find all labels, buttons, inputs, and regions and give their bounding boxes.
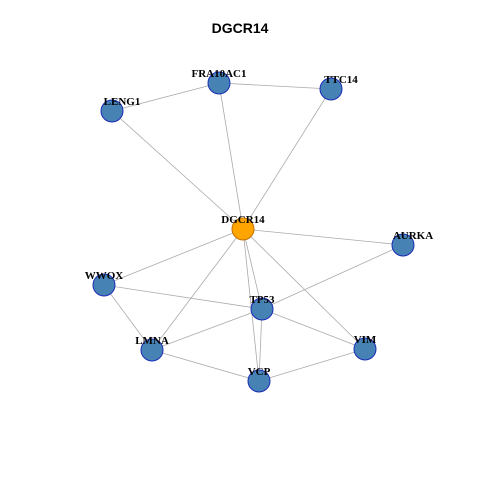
node-vcp[interactable] xyxy=(247,369,271,393)
edge-tp53-lmna xyxy=(151,308,263,351)
node-dgcr14[interactable] xyxy=(231,217,255,241)
node-aurka[interactable] xyxy=(391,233,415,257)
node-label-tp53: TP53 xyxy=(249,294,275,306)
node-tp53[interactable] xyxy=(250,297,274,321)
edge-dgcr14-aurka xyxy=(242,228,404,246)
edge-vcp-vim xyxy=(258,348,366,382)
node-label-leng1: LENG1 xyxy=(104,96,141,108)
edges-layer xyxy=(103,82,404,382)
edge-dgcr14-tp53 xyxy=(242,228,263,310)
edge-wwox-lmna xyxy=(103,284,153,351)
edge-leng1-fra10ac1 xyxy=(111,82,220,112)
node-label-fra10ac1: FRA10AC1 xyxy=(192,68,247,80)
edge-ttc14-dgcr14 xyxy=(242,88,332,230)
edge-dgcr14-vim xyxy=(242,228,366,350)
edge-aurka-tp53 xyxy=(261,244,404,310)
nodes-layer xyxy=(92,71,415,393)
edge-fra10ac1-dgcr14 xyxy=(218,82,244,230)
node-lmna[interactable] xyxy=(140,338,164,362)
edge-lmna-vcp xyxy=(151,349,260,382)
node-label-vcp: VCP xyxy=(248,366,271,378)
node-label-vim: VIM xyxy=(354,334,377,346)
edge-wwox-tp53 xyxy=(103,284,263,310)
node-label-aurka: AURKA xyxy=(393,230,433,242)
edge-leng1-dgcr14 xyxy=(111,110,244,230)
node-fra10ac1[interactable] xyxy=(207,71,231,95)
node-label-wwox: WWOX xyxy=(85,270,124,282)
edge-dgcr14-vcp xyxy=(242,228,260,382)
node-label-dgcr14: DGCR14 xyxy=(221,214,265,226)
node-leng1[interactable] xyxy=(100,99,124,123)
edge-dgcr14-wwox xyxy=(103,228,244,286)
node-label-lmna: LMNA xyxy=(135,335,169,347)
node-ttc14[interactable] xyxy=(319,77,343,101)
node-label-ttc14: TTC14 xyxy=(324,74,358,86)
graph-title: DGCR14 xyxy=(211,20,269,36)
node-wwox[interactable] xyxy=(92,273,116,297)
edge-dgcr14-lmna xyxy=(151,228,244,351)
edge-tp53-vcp xyxy=(258,308,263,382)
node-vim[interactable] xyxy=(353,337,377,361)
edge-tp53-vim xyxy=(261,308,366,350)
edge-fra10ac1-ttc14 xyxy=(218,82,332,90)
